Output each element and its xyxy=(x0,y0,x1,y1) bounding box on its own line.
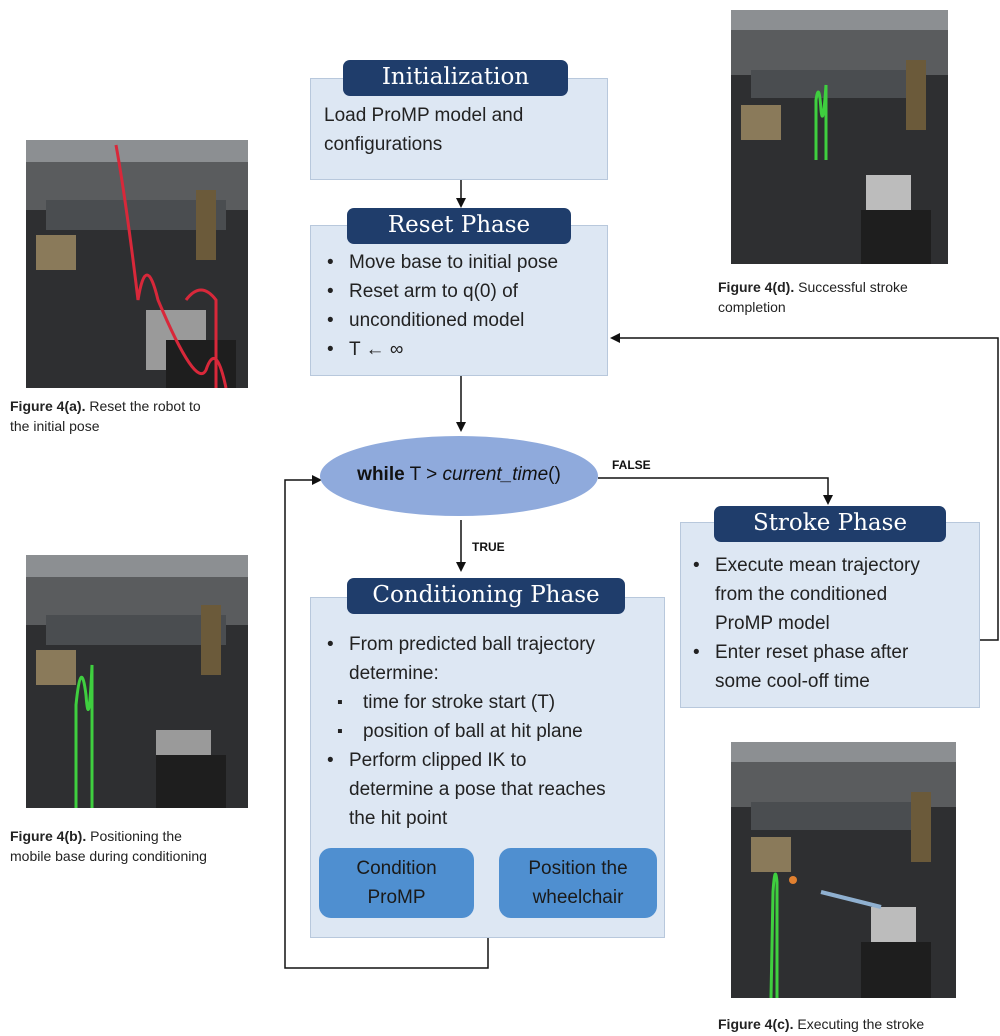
figure-4a-scene xyxy=(26,140,248,388)
reset-phase-title: Reset Phase xyxy=(347,208,571,244)
conditioning-sublist: time for stroke start (T) position of ba… xyxy=(321,688,661,746)
figure-label: Figure 4(c). xyxy=(718,1016,794,1032)
figure-4a-caption: Figure 4(a). Reset the robot to the init… xyxy=(10,396,270,436)
conditioning-text: From predicted ball trajectorydetermine:… xyxy=(321,630,661,833)
figure-4b-photo xyxy=(26,555,248,808)
caption-text: Successful stroke xyxy=(794,279,908,295)
condition-function: current_time xyxy=(442,464,549,485)
caption-text: completion xyxy=(718,299,786,315)
figure-4b-caption: Figure 4(b). Positioning the mobile base… xyxy=(10,826,290,866)
reset-list: Move base to initial pose Reset arm to q… xyxy=(321,248,606,364)
condition-suffix: () xyxy=(548,464,561,485)
conditioning-phase-box: From predicted ball trajectorydetermine:… xyxy=(310,597,665,938)
reset-item: T ← ∞ xyxy=(321,335,606,364)
conditioning-subitem: time for stroke start (T) xyxy=(321,688,661,717)
figure-4b-scene xyxy=(26,555,248,808)
figure-label: Figure 4(d). xyxy=(718,279,795,295)
figure-label: Figure 4(a). xyxy=(10,398,86,414)
arrow-stroke-to-reset xyxy=(610,333,999,641)
while-keyword: while xyxy=(357,464,405,485)
initialization-title: Initialization xyxy=(343,60,568,96)
false-label: FALSE xyxy=(612,458,651,472)
caption-text: Positioning the xyxy=(86,828,182,844)
figure-4a-photo xyxy=(26,140,248,388)
while-loop-condition: while T > current_time() xyxy=(320,436,598,516)
figure-4c-photo xyxy=(731,742,956,998)
figure-4d-scene xyxy=(731,10,948,264)
condition-prefix: T > xyxy=(404,464,443,485)
initialization-line: configurations xyxy=(324,134,443,155)
initialization-text: Load ProMP model and configurations xyxy=(324,101,604,159)
arrow-cond-back-to-loop xyxy=(284,475,489,969)
caption-text: Reset the robot to xyxy=(85,398,201,414)
true-label: TRUE xyxy=(472,540,505,554)
arrow-loop-false xyxy=(598,477,833,505)
caption-text: Executing the stroke xyxy=(793,1016,925,1032)
reset-item: Reset arm to q(0) of xyxy=(321,277,606,306)
initialization-line: Load ProMP model and xyxy=(324,105,524,126)
figure-4d-photo xyxy=(731,10,948,264)
reset-phase-box: Move base to initial pose Reset arm to q… xyxy=(310,225,608,376)
conditioning-phase-title: Conditioning Phase xyxy=(347,578,625,614)
figure-4d-caption: Figure 4(d). Successful stroke completio… xyxy=(718,277,978,317)
reset-item: Move base to initial pose xyxy=(321,248,606,277)
figure-4c-caption: Figure 4(c). Executing the stroke xyxy=(718,1014,998,1034)
caption-text: the initial pose xyxy=(10,418,100,434)
figure-4c-scene xyxy=(731,742,956,998)
caption-text: mobile base during conditioning xyxy=(10,848,207,864)
reset-item-continued: unconditioned model xyxy=(321,306,606,335)
stroke-phase-title: Stroke Phase xyxy=(714,506,946,542)
conditioning-subitem: position of ball at hit plane xyxy=(321,717,661,746)
figure-label: Figure 4(b). xyxy=(10,828,87,844)
